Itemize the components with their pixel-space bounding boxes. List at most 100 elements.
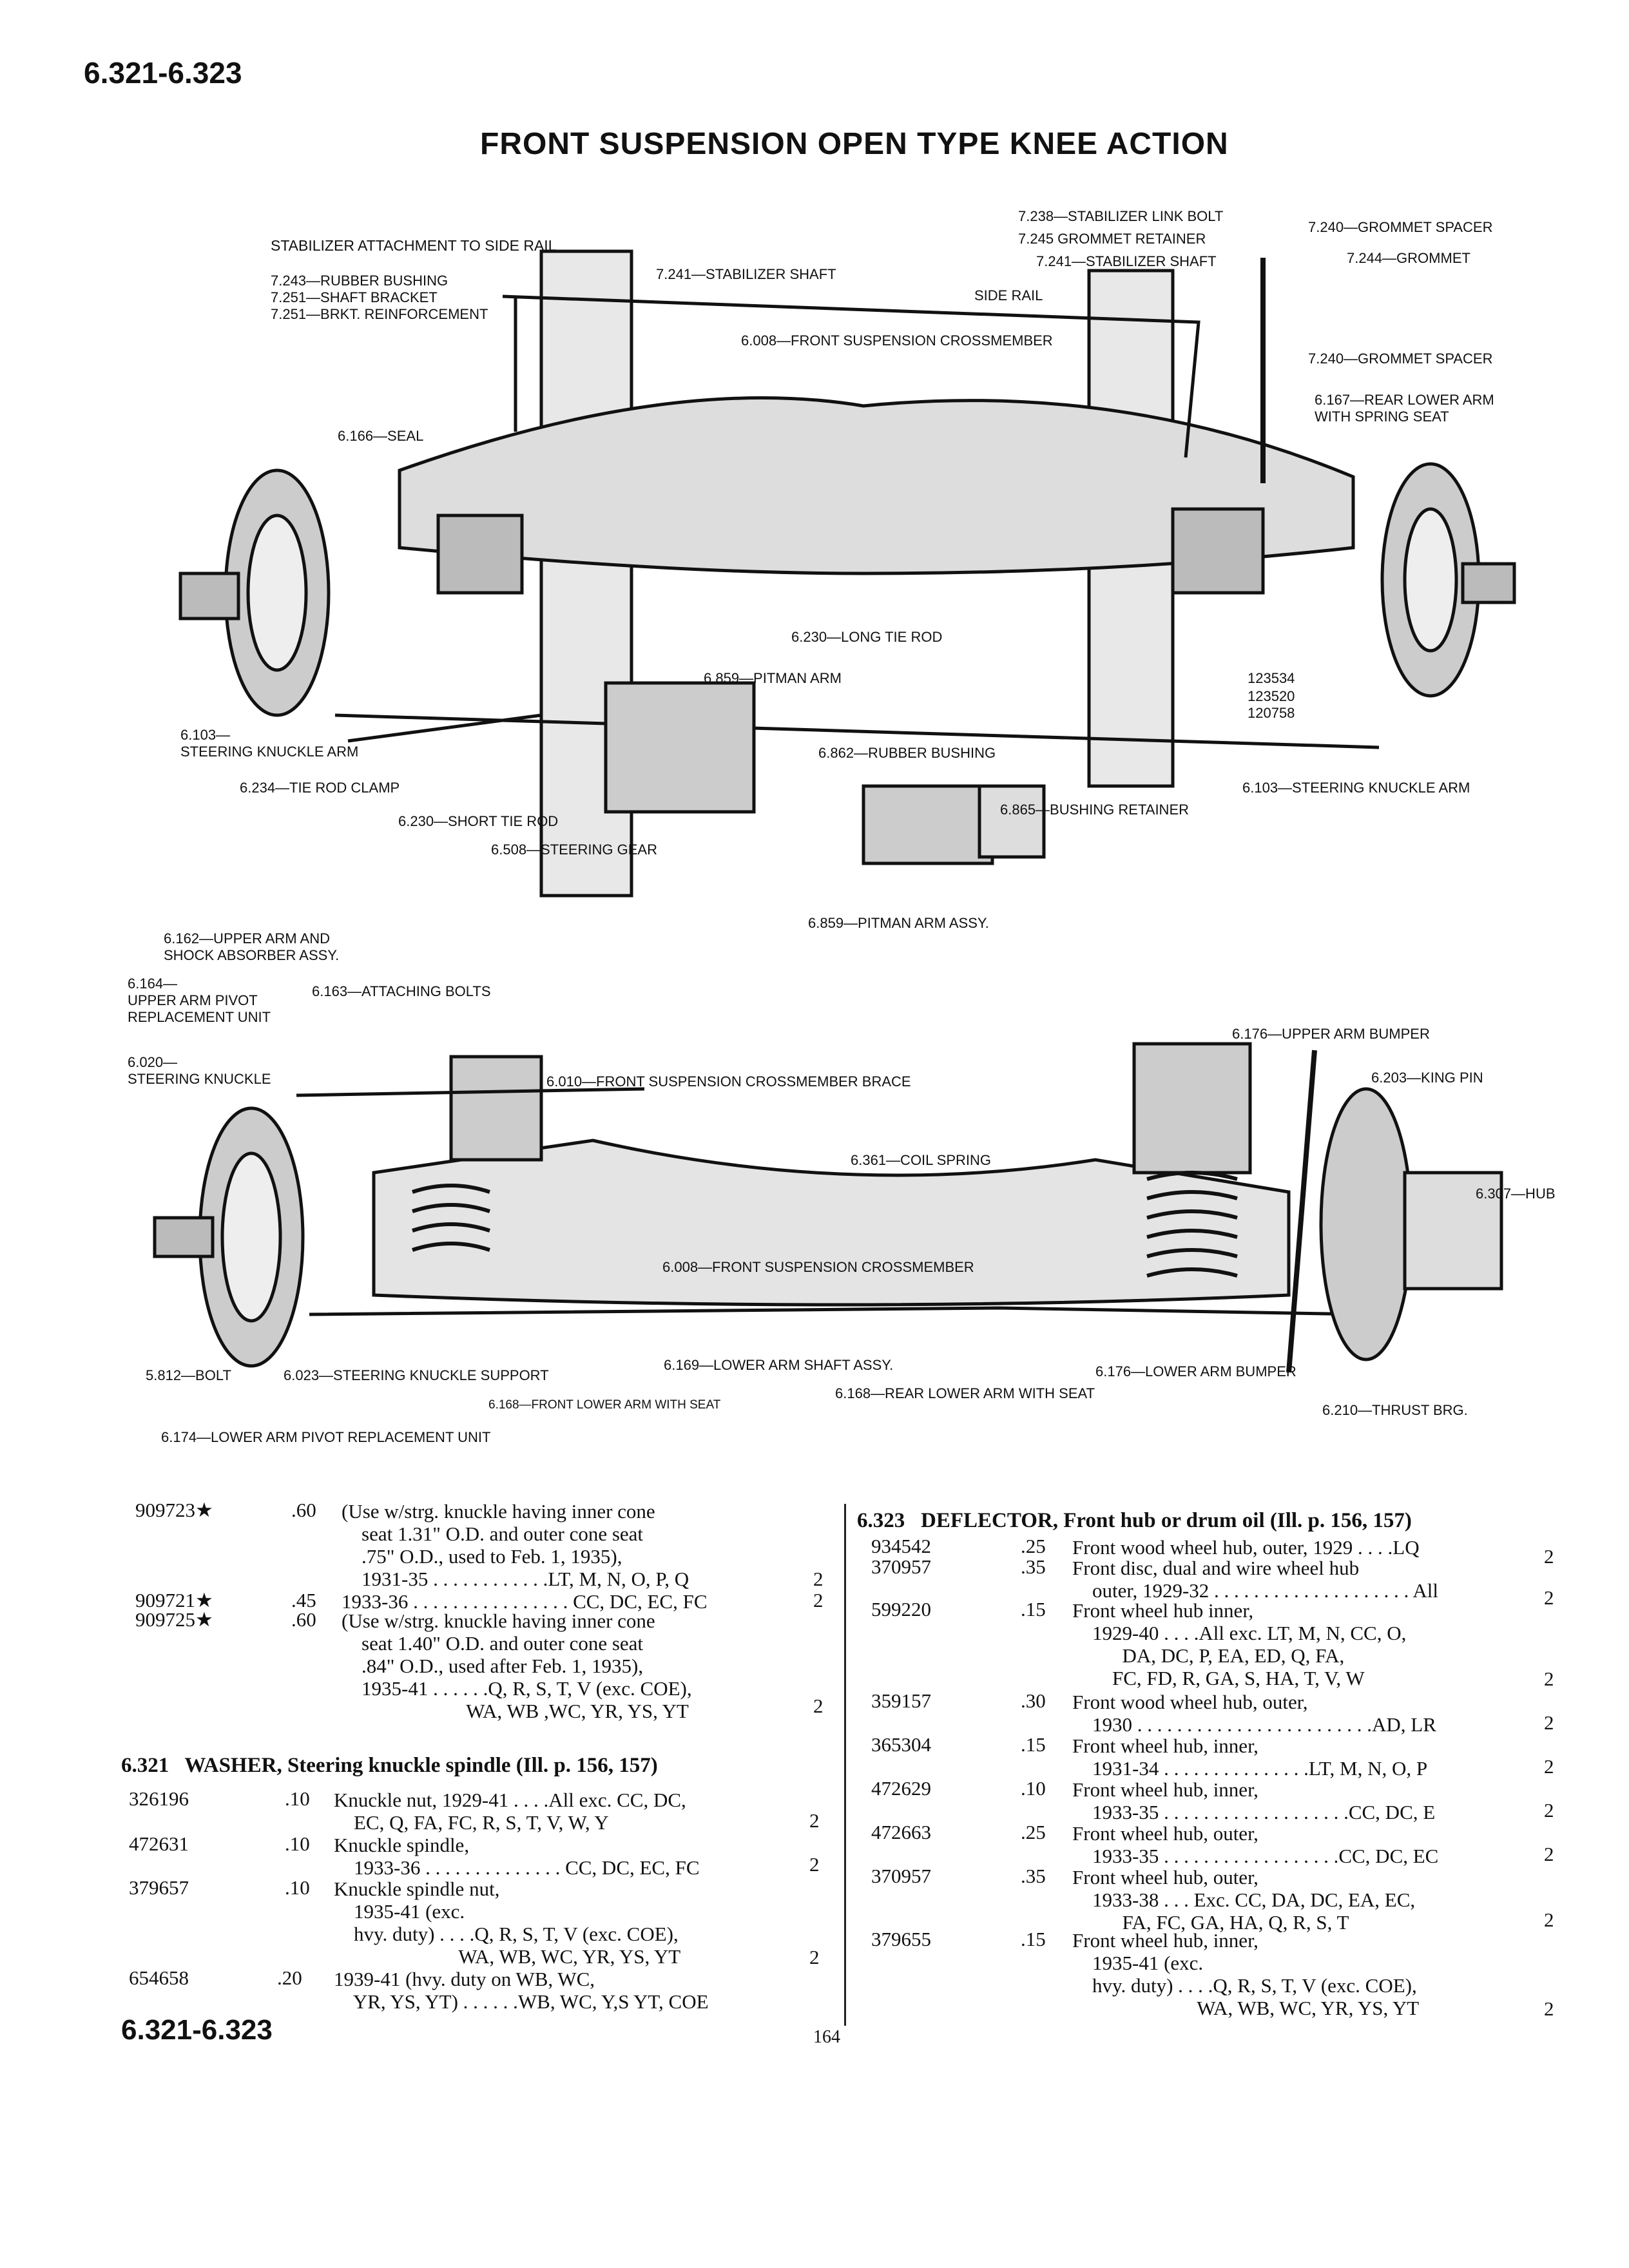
diagram-label: 120758 bbox=[1248, 705, 1295, 721]
part-quantity: 2 bbox=[1544, 1545, 1554, 1568]
diagram-label: 6.508—STEERING GEAR bbox=[491, 841, 657, 858]
part-number: 370957 bbox=[871, 1865, 931, 1887]
part-number: 654658 bbox=[129, 1966, 189, 1989]
diagram-label: 7.251—SHAFT BRACKET bbox=[271, 289, 438, 305]
part-number: 909725★ bbox=[135, 1608, 213, 1631]
part-number: 909721★ bbox=[135, 1589, 213, 1611]
diagram-label: 6.210—THRUST BRG. bbox=[1322, 1402, 1468, 1418]
part-number: 365304 bbox=[871, 1733, 931, 1756]
diagram-label: 6.023—STEERING KNUCKLE SUPPORT bbox=[284, 1367, 549, 1383]
diagram-label: 123520 bbox=[1248, 688, 1295, 704]
diagram-label: 6.167—REAR LOWER ARM WITH SPRING SEAT bbox=[1315, 392, 1494, 425]
part-price: .10 bbox=[285, 1832, 310, 1855]
diagram-label: 6.176—LOWER ARM BUMPER bbox=[1095, 1363, 1296, 1379]
part-description: 1933-36 . . . . . . . . . . . . . . . . … bbox=[342, 1590, 708, 1613]
part-number: 909723★ bbox=[135, 1499, 213, 1521]
diagram-label: 7.251—BRKT. REINFORCEMENT bbox=[271, 306, 488, 322]
part-number: 379657 bbox=[129, 1876, 189, 1899]
diagram-label: 7.241—STABILIZER SHAFT bbox=[1036, 253, 1217, 269]
diagram-label: 7.245 GROMMET RETAINER bbox=[1018, 231, 1206, 247]
diagram-label: 6.008—FRONT SUSPENSION CROSSMEMBER bbox=[741, 332, 1053, 349]
part-number: 359157 bbox=[871, 1689, 931, 1712]
diagram-label: 7.238—STABILIZER LINK BOLT bbox=[1018, 208, 1224, 224]
diagram-label: 6.203—KING PIN bbox=[1371, 1070, 1483, 1086]
part-price: .15 bbox=[1021, 1598, 1046, 1620]
part-quantity: 2 bbox=[809, 1853, 820, 1876]
part-description: Knuckle spindle nut, 1935-41 (exc. hvy. … bbox=[334, 1878, 681, 1968]
part-description: Front wood wheel hub, outer, 1929 . . . … bbox=[1072, 1536, 1420, 1559]
part-quantity: 2 bbox=[1544, 1997, 1554, 2020]
diagram-label: 6.103—STEERING KNUCKLE ARM bbox=[1242, 780, 1470, 796]
page-range-top: 6.321-6.323 bbox=[84, 56, 242, 90]
part-description: Front wheel hub, inner, 1935-41 (exc. hv… bbox=[1072, 1929, 1420, 2019]
part-quantity: 2 bbox=[813, 1589, 824, 1611]
top-suspension-illustration bbox=[155, 213, 1521, 902]
part-quantity: 2 bbox=[1544, 1711, 1554, 1734]
diagram-label: 6.361—COIL SPRING bbox=[851, 1152, 992, 1168]
diagram-label: 6.020— STEERING KNUCKLE bbox=[128, 1054, 271, 1087]
part-description: Front wheel hub, inner, 1933-35 . . . . … bbox=[1072, 1778, 1436, 1823]
bottom-suspension-illustration bbox=[142, 1024, 1521, 1437]
section-heading: 6.321 WASHER, Steering knuckle spindle (… bbox=[121, 1754, 658, 1777]
part-price: .25 bbox=[1021, 1535, 1046, 1557]
diagram-label: 6.162—UPPER ARM AND SHOCK ABSORBER ASSY. bbox=[164, 930, 340, 963]
diagram-label: SIDE RAIL bbox=[974, 287, 1043, 303]
diagram-label: 6.859—PITMAN ARM ASSY. bbox=[808, 915, 989, 931]
part-quantity: 2 bbox=[1544, 1667, 1554, 1690]
part-number: 379655 bbox=[871, 1928, 931, 1950]
diagram-label: 6.176—UPPER ARM BUMPER bbox=[1232, 1026, 1430, 1042]
part-price: .10 bbox=[1021, 1777, 1046, 1800]
diagram-label: 123534 bbox=[1248, 670, 1295, 686]
diagram-label: 7.241—STABILIZER SHAFT bbox=[656, 266, 836, 282]
diagram-label: 7.243—RUBBER BUSHING bbox=[271, 273, 448, 289]
diagram-label: STABILIZER ATTACHMENT TO SIDE RAIL bbox=[271, 237, 557, 254]
part-quantity: 2 bbox=[809, 1946, 820, 1968]
diagram-label: 6.307—HUB bbox=[1476, 1186, 1556, 1202]
diagram-label: 7.240—GROMMET SPACER bbox=[1308, 219, 1493, 235]
diagram-label: 6.230—LONG TIE ROD bbox=[791, 629, 943, 645]
part-quantity: 2 bbox=[1544, 1799, 1554, 1821]
page-range-bottom: 6.321-6.323 bbox=[121, 2014, 273, 2046]
part-price: .60 bbox=[291, 1608, 316, 1631]
part-price: .15 bbox=[1021, 1928, 1046, 1950]
diagram-label: 6.859—PITMAN ARM bbox=[704, 670, 842, 686]
part-number: 326196 bbox=[129, 1787, 189, 1810]
part-price: .15 bbox=[1021, 1733, 1046, 1756]
part-price: .10 bbox=[285, 1876, 310, 1899]
part-description: Front disc, dual and wire wheel hub oute… bbox=[1072, 1557, 1438, 1602]
part-quantity: 2 bbox=[809, 1809, 820, 1832]
diagram-label: 6.865—BUSHING RETAINER bbox=[1000, 802, 1190, 818]
diagram-label: 7.240—GROMMET SPACER bbox=[1308, 351, 1493, 367]
part-description: Front wood wheel hub, outer, 1930 . . . … bbox=[1072, 1691, 1436, 1736]
diagram-label: 5.812—BOLT bbox=[146, 1367, 231, 1383]
part-price: .60 bbox=[291, 1499, 316, 1521]
part-quantity: 2 bbox=[1544, 1843, 1554, 1865]
part-quantity: 2 bbox=[813, 1695, 824, 1717]
diagram-label: 6.169—LOWER ARM SHAFT ASSY. bbox=[664, 1357, 894, 1373]
page-title: FRONT SUSPENSION OPEN TYPE KNEE ACTION bbox=[480, 127, 1229, 161]
part-number: 472629 bbox=[871, 1777, 931, 1800]
diagram-label: 6.166—SEAL bbox=[338, 428, 424, 444]
part-number: 472663 bbox=[871, 1821, 931, 1843]
diagram-label: 6.164— UPPER ARM PIVOT REPLACEMENT UNIT bbox=[128, 975, 271, 1025]
part-price: .30 bbox=[1021, 1689, 1046, 1712]
part-description: (Use w/strg. knuckle having inner cone s… bbox=[342, 1500, 689, 1590]
part-price: .45 bbox=[291, 1589, 316, 1611]
diagram-label: 6.168—REAR LOWER ARM WITH SEAT bbox=[835, 1385, 1095, 1401]
part-description: Front wheel hub, inner, 1931-34 . . . . … bbox=[1072, 1735, 1428, 1780]
part-quantity: 2 bbox=[813, 1568, 824, 1590]
part-quantity: 2 bbox=[1544, 1586, 1554, 1609]
part-description: Knuckle nut, 1929-41 . . . .All exc. CC,… bbox=[334, 1789, 686, 1834]
part-description: Front wheel hub, outer, 1933-38 . . . Ex… bbox=[1072, 1866, 1416, 1934]
part-description: Front wheel hub, outer, 1933-35 . . . . … bbox=[1072, 1822, 1439, 1867]
part-price: .25 bbox=[1021, 1821, 1046, 1843]
part-number: 934542 bbox=[871, 1535, 931, 1557]
part-quantity: 2 bbox=[1544, 1908, 1554, 1931]
part-description: 1939-41 (hvy. duty on WB, WC, YR, YS, YT… bbox=[334, 1968, 709, 2013]
part-description: Knuckle spindle, 1933-36 . . . . . . . .… bbox=[334, 1834, 700, 1879]
part-description: (Use w/strg. knuckle having inner cone s… bbox=[342, 1610, 692, 1722]
diagram-label: 6.103— STEERING KNUCKLE ARM bbox=[180, 727, 359, 760]
part-quantity: 2 bbox=[1544, 1755, 1554, 1778]
diagram-label: 6.008—FRONT SUSPENSION CROSSMEMBER bbox=[662, 1259, 974, 1275]
diagram-label: 6.174—LOWER ARM PIVOT REPLACEMENT UNIT bbox=[161, 1429, 491, 1445]
